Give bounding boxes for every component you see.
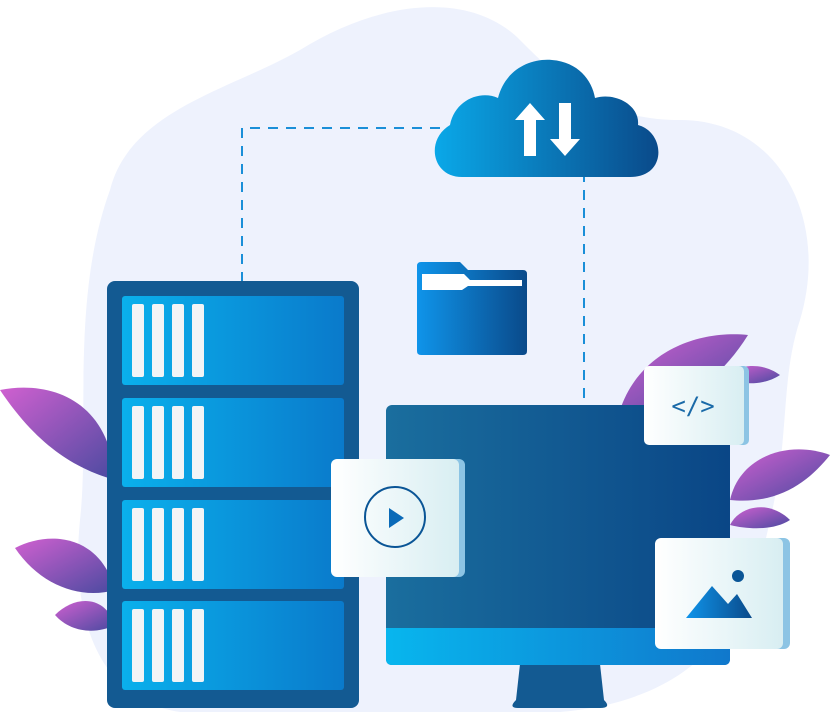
cloud-sync-icon <box>434 59 659 177</box>
code-icon: </> <box>671 392 714 420</box>
server-unit <box>122 601 344 690</box>
server-unit <box>122 296 344 385</box>
video-card <box>331 459 465 577</box>
server-unit <box>122 398 344 487</box>
image-icon <box>686 570 752 618</box>
server-rack-icon <box>107 281 359 708</box>
code-card: </> <box>644 366 749 445</box>
monitor-icon <box>386 405 730 708</box>
server-unit <box>122 500 344 589</box>
image-card <box>655 538 790 649</box>
left-leaves <box>0 387 115 631</box>
play-icon <box>364 486 426 548</box>
connector-lines <box>241 127 585 406</box>
folder-icon <box>417 262 527 355</box>
